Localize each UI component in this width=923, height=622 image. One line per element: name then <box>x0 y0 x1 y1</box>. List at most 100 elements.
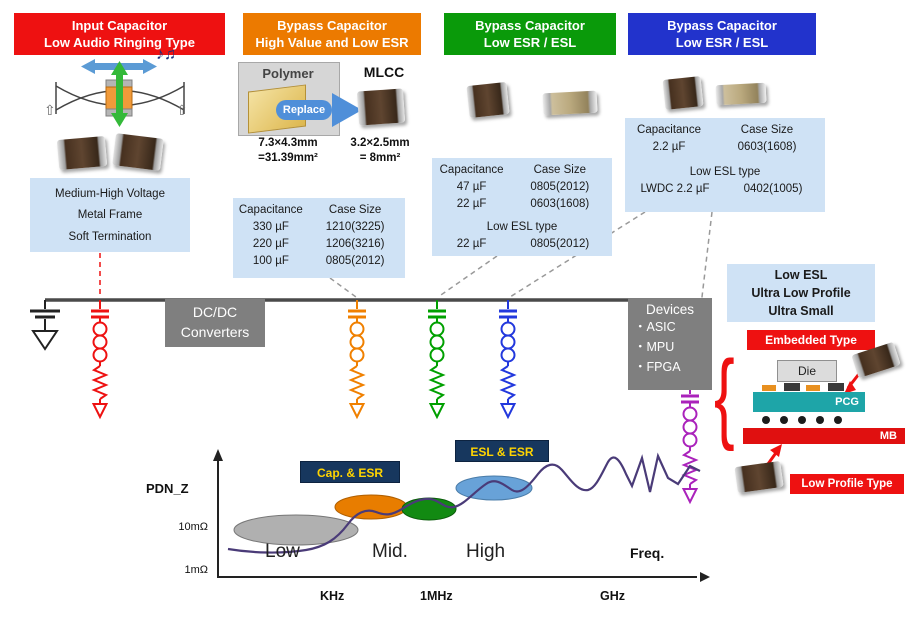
dcdc-coverage-ellipse <box>233 514 359 546</box>
up-arrow-icon: ⇧ <box>44 102 56 118</box>
cell-case-size: 0402(1005) <box>743 183 803 195</box>
source-ground-symbol <box>30 300 60 351</box>
table-row: 22 µF 0805(2012) <box>432 236 612 253</box>
dcdc-label-line-2: Converters <box>180 324 250 340</box>
esl-esr-annotation: ESL & ESR <box>455 440 549 462</box>
table-row: 220 µF 1206(3216) <box>233 236 405 253</box>
mb-board: MB <box>743 428 905 444</box>
brace-icon: { <box>714 340 735 452</box>
vertical-stress-arrow-icon <box>111 61 128 127</box>
cell-capacitance: 22 µF <box>456 198 487 210</box>
cell-capacitance: 220 µF <box>252 238 289 250</box>
device-item: ・ASIC <box>634 320 676 334</box>
col-capacitance: Capacitance <box>637 124 701 136</box>
x-tick-khz: KHz <box>320 589 345 603</box>
replace-button-badge: Replace <box>276 100 332 120</box>
low-esl-type-label: Low ESL type <box>486 221 558 233</box>
table-row: 22 µF 0603(1608) <box>432 196 612 213</box>
embedded-type-tag: Embedded Type <box>747 330 875 350</box>
capacitor-chip-photo <box>662 76 704 110</box>
cell-case-size: 0603(1608) <box>737 141 797 153</box>
capacitor-chip-photo <box>466 81 510 119</box>
cell-case-size: 1206(3216) <box>325 238 385 250</box>
col-case-size: Case Size <box>328 204 382 216</box>
low-esl-type-label: Low ESL type <box>689 166 761 178</box>
header-bypass-high-value: Bypass Capacitor High Value and Low ESR <box>243 13 421 55</box>
cell-case-size: 1210(3225) <box>325 221 385 233</box>
header-line-2: Low ESR / ESL <box>483 35 577 50</box>
low-esl-mlcc-table: Capacitance Case Size 2.2 µF 0603(1608) … <box>625 118 825 212</box>
cell-case-size: 0805(2012) <box>530 238 590 250</box>
device-item: ・MPU <box>634 340 675 354</box>
low-profile-type-tag: Low Profile Type <box>790 474 904 494</box>
devices-title: Devices <box>645 302 694 317</box>
table-header: Capacitance Case Size <box>233 202 405 219</box>
capacitor-chip-photo <box>112 133 164 171</box>
impedance-curve <box>227 452 701 554</box>
mlcc-label: MLCC <box>363 64 405 80</box>
header-line-1: Input Capacitor <box>71 18 168 33</box>
low-esl-coverage-ellipse <box>455 475 533 501</box>
capacitor-chip-photo <box>56 135 108 171</box>
mlcc-size-text: 3.2×2.5mm <box>350 137 410 149</box>
polymer-size-text: 7.3×4.3mm <box>258 137 318 149</box>
high-value-cap-branch <box>346 298 368 419</box>
bga-balls <box>762 416 842 424</box>
header-line-1: Bypass Capacitor <box>277 18 387 33</box>
table-header: Capacitance Case Size <box>432 162 612 179</box>
plot-axes <box>213 449 710 582</box>
die-block: Die <box>777 360 837 382</box>
high-value-mlcc-table: Capacitance Case Size 330 µF 1210(3225) … <box>233 198 405 278</box>
col-case-size: Case Size <box>740 124 794 136</box>
y-tick-1m: 1mΩ <box>184 564 208 576</box>
feature-item: Medium-High Voltage <box>55 187 165 200</box>
input-cap-feature-box: Medium-High Voltage Metal Frame Soft Ter… <box>30 178 190 252</box>
capacitor-chip-photo <box>715 82 767 106</box>
cell-case-size: 0603(1608) <box>530 198 590 210</box>
cell-case-size: 0805(2012) <box>325 255 385 267</box>
high-value-coverage-ellipse <box>334 494 408 520</box>
header-line-1: Bypass Capacitor <box>475 18 585 33</box>
x-axis-label: Freq. <box>630 545 665 561</box>
cell-capacitance: 2.2 µF <box>652 141 686 153</box>
cell-capacitance: 47 µF <box>456 181 487 193</box>
mlcc-chip-photo <box>356 88 406 126</box>
header-input-capacitor: Input Capacitor Low Audio Ringing Type <box>14 13 225 55</box>
polymer-label: Polymer <box>262 66 314 81</box>
pcg-board: PCG <box>753 392 865 412</box>
input-cap-branch <box>89 298 111 419</box>
region-low-label: Low <box>265 541 300 562</box>
table-row: 47 µF 0805(2012) <box>432 179 612 196</box>
cell-capacitance: 100 µF <box>252 255 289 267</box>
table-header: Capacitance Case Size <box>625 122 825 139</box>
low-esl-feature-box: Low ESL Ultra Low Profile Ultra Small <box>727 264 875 322</box>
low-esl-cap-branch <box>497 298 519 419</box>
cell-capacitance: 22 µF <box>456 238 487 250</box>
dcdc-label-line-1: DC/DC <box>192 304 238 320</box>
music-notes-icon: ♪♫ <box>156 46 176 63</box>
table-row: 330 µF 1210(3225) <box>233 219 405 236</box>
feature-item: Ultra Low Profile <box>751 286 851 300</box>
low-esr-coverage-ellipse <box>401 497 457 521</box>
feature-item: Metal Frame <box>77 209 143 221</box>
cell-case-size: 0805(2012) <box>530 181 590 193</box>
cap-esr-annotation: Cap. & ESR <box>300 461 400 483</box>
region-mid-label: Mid. <box>372 541 408 562</box>
feature-item: Low ESL <box>774 268 828 282</box>
polymer-area-text: =31.39mm² <box>258 152 318 164</box>
col-capacitance: Capacitance <box>439 164 504 176</box>
up-arrow-icon: ⇧ <box>176 102 188 118</box>
col-case-size: Case Size <box>533 164 586 176</box>
coverage-ellipses <box>233 475 533 546</box>
header-line-2: Low Audio Ringing Type <box>44 35 195 50</box>
device-item: ・FPGA <box>634 360 681 374</box>
table-row: 100 µF 0805(2012) <box>233 253 405 270</box>
region-high-label: High <box>466 541 506 562</box>
devices-box: Devices ・ASIC ・MPU ・FPGA <box>628 298 712 390</box>
header-bypass-low-esr-blue: Bypass Capacitor Low ESR / ESL <box>628 13 816 55</box>
y-tick-10m: 10mΩ <box>178 521 208 533</box>
pcg-top-pads <box>762 383 844 391</box>
header-line-2: High Value and Low ESR <box>255 35 409 50</box>
low-esr-mlcc-table: Capacitance Case Size 47 µF 0805(2012) 2… <box>432 158 612 256</box>
